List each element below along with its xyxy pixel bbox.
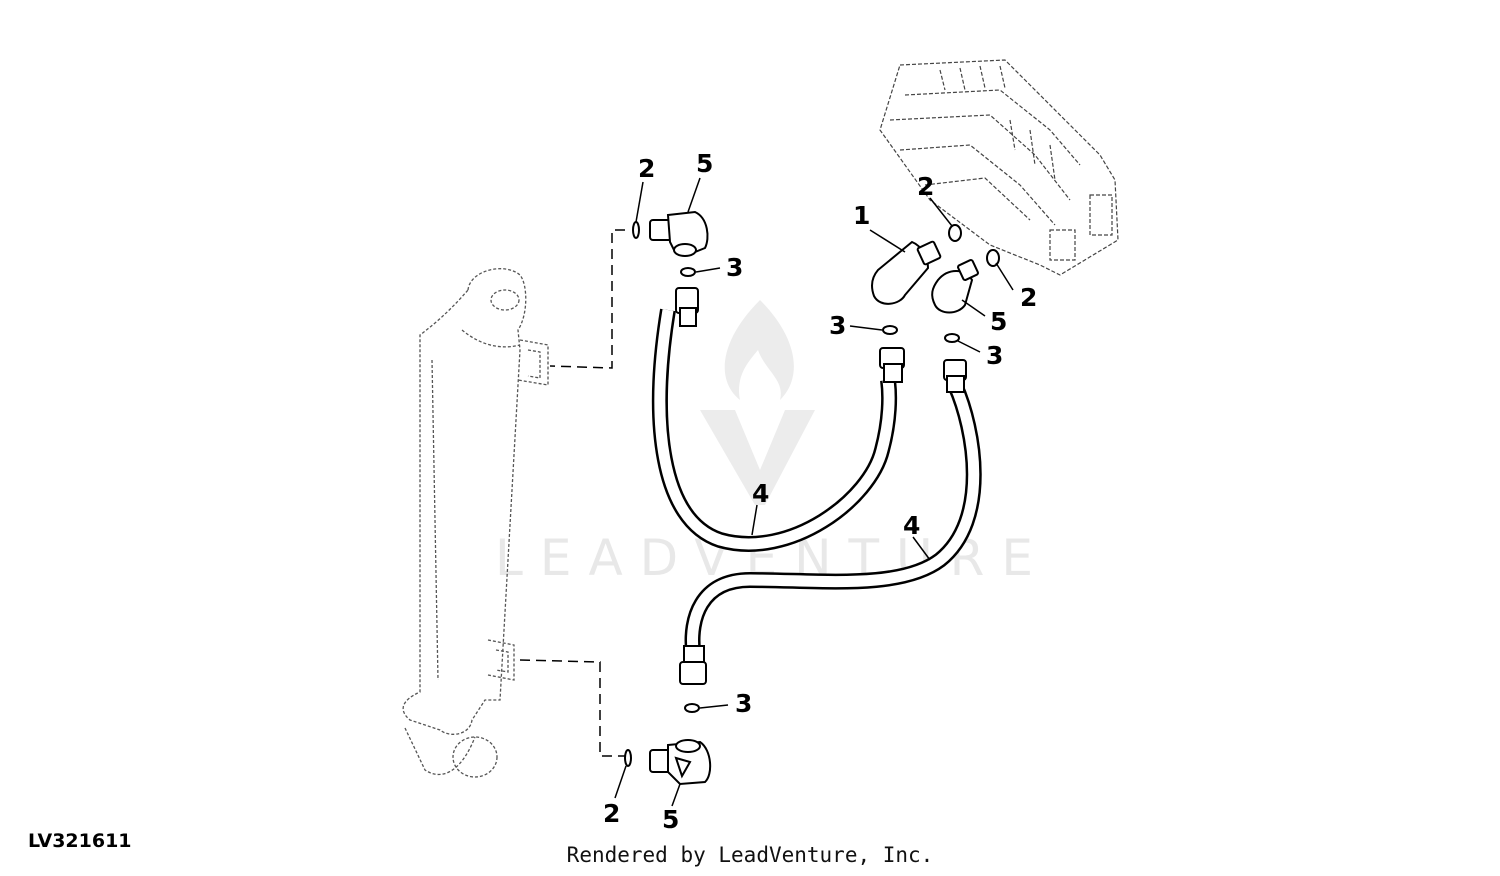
callout-5-bottom: 5 — [662, 805, 679, 834]
callout-5-top-left: 5 — [696, 149, 713, 178]
o-ring-valve-lower — [986, 249, 1000, 267]
callout-4-lower-hose: 4 — [903, 511, 920, 540]
elbow-fitting-right — [931, 249, 1000, 343]
o-ring-bottom — [624, 749, 632, 767]
connection-lines — [519, 229, 627, 757]
callout-3-fitting-1: 3 — [829, 311, 846, 340]
fitting-1 — [870, 224, 962, 335]
hose-upper — [651, 287, 905, 552]
hydraulic-cylinder — [402, 268, 549, 778]
seal-bottom — [684, 703, 700, 713]
seal-fitting-1 — [882, 325, 898, 335]
seal-top-left — [680, 267, 696, 277]
callout-4-upper-hose: 4 — [752, 479, 769, 508]
callout-2-top-left: 2 — [638, 154, 655, 183]
callout-3-top-left: 3 — [726, 253, 743, 282]
callout-2-bottom: 2 — [603, 799, 620, 828]
watermark-v-icon — [700, 410, 815, 505]
render-credit: Rendered by LeadVenture, Inc. — [566, 843, 934, 867]
hose-lower — [679, 359, 982, 685]
callout-3-bottom: 3 — [735, 689, 752, 718]
callout-2-valve-upper: 2 — [917, 172, 934, 201]
callout-1: 1 — [853, 201, 870, 230]
o-ring-valve-upper — [948, 224, 962, 242]
control-valve — [879, 59, 1119, 276]
watermark-flame-icon — [724, 300, 794, 400]
elbow-fitting-top-left — [632, 210, 709, 277]
leader-lines — [614, 177, 1014, 807]
callouts: 2 5 3 1 2 2 5 3 3 4 4 3 2 5 — [603, 149, 1037, 834]
callout-3-right-fitting: 3 — [986, 341, 1003, 370]
figure-id: LV321611 — [28, 830, 132, 852]
o-ring-top-left — [632, 221, 640, 239]
seal-right — [944, 333, 960, 343]
hoses — [651, 287, 982, 685]
callout-5-valve: 5 — [990, 307, 1007, 336]
callout-2-valve-lower: 2 — [1020, 283, 1037, 312]
elbow-fitting-bottom — [624, 703, 712, 786]
